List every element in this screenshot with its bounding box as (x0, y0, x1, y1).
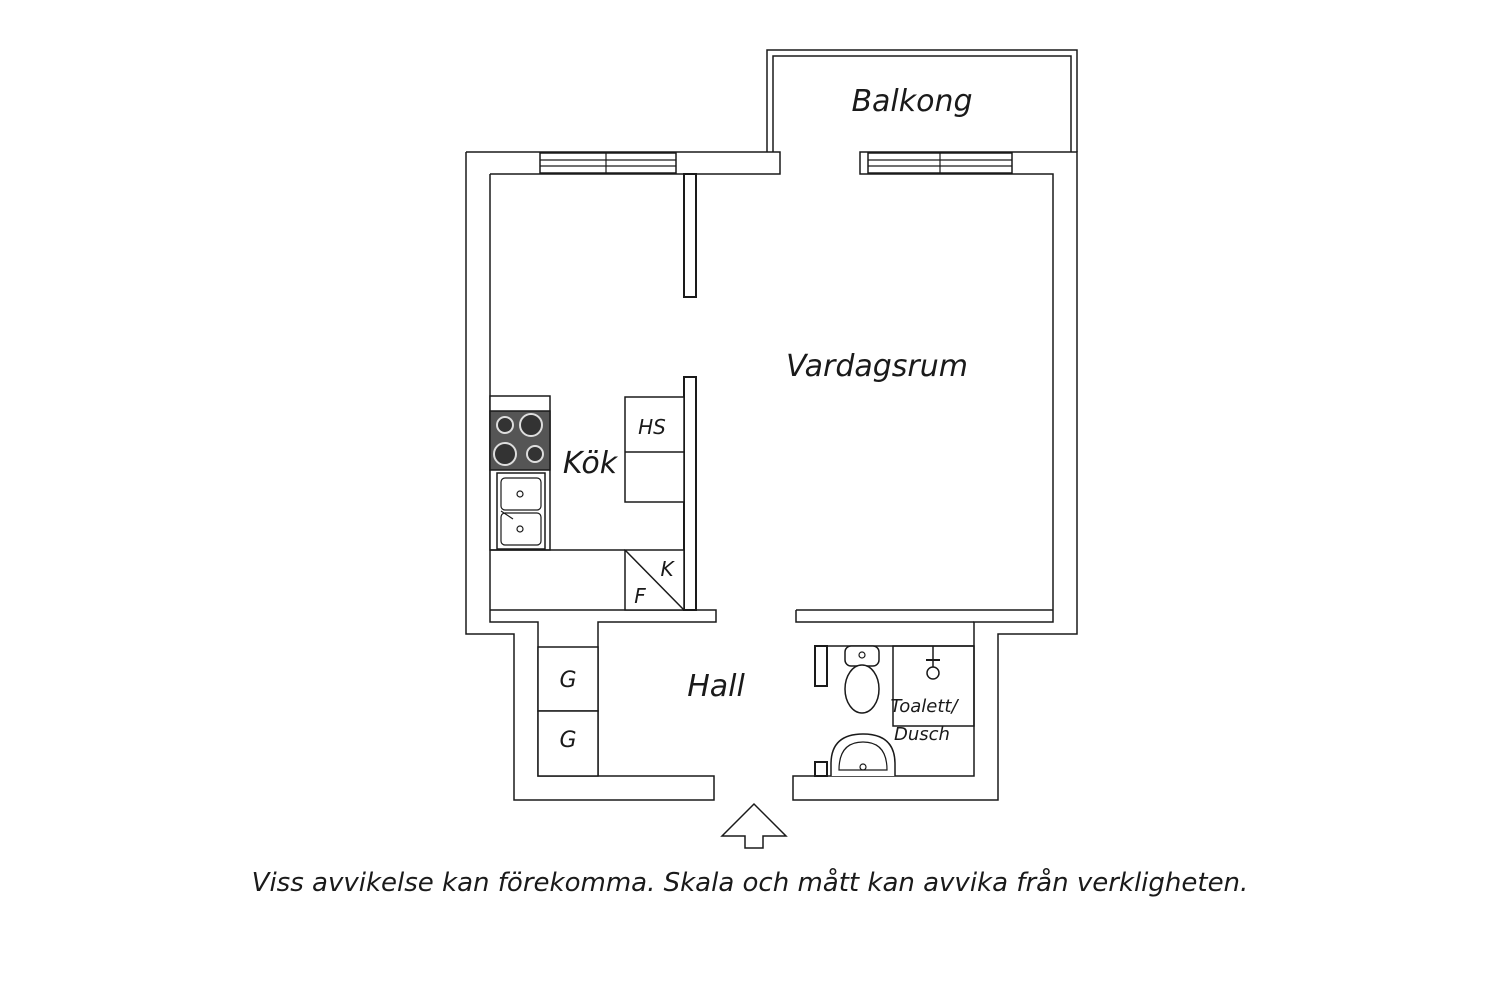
fixture-label-k: K (660, 557, 675, 581)
entrance-arrow-icon (720, 802, 788, 849)
sink-icon (496, 472, 546, 550)
room-label-bath-line2: Dusch (894, 724, 950, 745)
fixture-label-g1: G (559, 668, 576, 693)
room-label-kitchen: Kök (563, 446, 619, 481)
shower-icon (892, 645, 975, 727)
fixture-label-g2: G (559, 728, 576, 753)
wardrobes (537, 646, 599, 777)
window-right (867, 152, 1013, 174)
outer-walls (465, 151, 1078, 801)
disclaimer-text: Viss avvikelse kan förekomma. Skala och … (251, 868, 1249, 898)
fixture-label-hs: HS (638, 415, 666, 439)
room-label-hall: Hall (687, 669, 745, 704)
toilet-icon (844, 645, 880, 714)
washbasin-icon (830, 733, 896, 776)
fixture-label-f: F (634, 584, 646, 608)
room-label-living: Vardagsrum (786, 349, 968, 384)
stove-icon (489, 410, 551, 471)
window-left (539, 152, 677, 174)
room-label-balcony: Balkong (851, 84, 972, 119)
fridge-freezer (624, 549, 685, 611)
room-label-bath-line1: Toalett/ (890, 696, 959, 717)
hs-cabinet (624, 396, 685, 503)
balcony (766, 49, 1078, 152)
